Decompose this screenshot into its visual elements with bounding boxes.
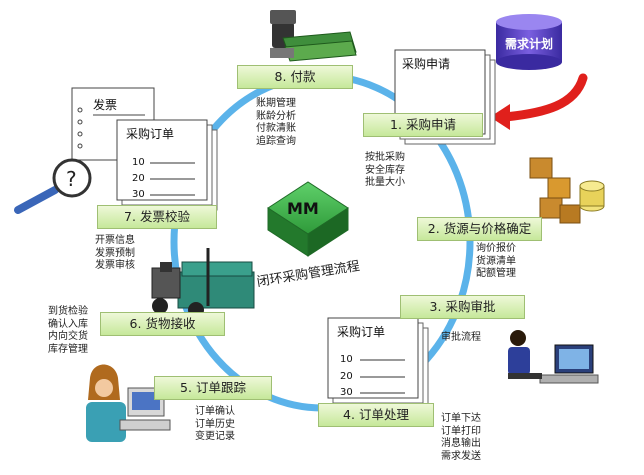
step-6-detail: 库存管理: [48, 343, 88, 355]
magnifier-icon: ?: [14, 158, 92, 214]
mm-cube-icon: [267, 181, 349, 257]
step-5-detail: 订单历史: [195, 418, 235, 430]
step-5-detail: 变更记录: [195, 431, 235, 442]
step-3-details: 审批流程: [441, 332, 481, 345]
step-6-detail: 内向交货: [48, 331, 88, 342]
step-4-order-processing: 4. 订单处理: [318, 403, 434, 427]
step-3-detail: 审批流程: [441, 332, 481, 343]
step-7-detail: 发票审核: [95, 260, 135, 271]
step-4-detail: 订单下达: [441, 413, 481, 424]
step-5-detail: 订单确认: [195, 406, 235, 417]
step-2-detail: 货源清单: [476, 255, 516, 267]
purchase-request-doc-title: 采购申请: [402, 57, 451, 71]
step-6-detail: 确认入库: [48, 318, 88, 330]
step-8-detail: 账龄分析: [256, 110, 296, 122]
money-stack-icon: [270, 10, 357, 62]
step-8-detail: 付款清账: [256, 123, 296, 134]
step-5-details: 订单确认 订单历史 变更记录: [195, 406, 235, 444]
purchase-order-document-icon: [327, 317, 429, 409]
step-2-source-price: 2. 货源与价格确定: [417, 217, 542, 241]
purchase-order-line-2: 20: [340, 371, 353, 382]
step-8-detail: 追踪查询: [256, 135, 296, 147]
step-3-purchase-approval: 3. 采购审批: [400, 295, 525, 319]
boxes-icon: [529, 157, 605, 224]
step-7-invoice-verification: 7. 发票校验: [97, 205, 217, 229]
step-4-detail: 消息输出: [441, 438, 481, 449]
step-1-details: 按批采购 安全库存 批量大小: [365, 152, 405, 190]
step-7-detail: 发票预制: [95, 247, 135, 259]
step-2-detail: 询价报价: [476, 243, 516, 254]
step-4-details: 订单下达 订单打印 消息输出 需求发送: [441, 413, 481, 463]
svg-text:?: ?: [66, 167, 77, 191]
invoice-doc-title: 发票: [93, 98, 118, 112]
mm-title: MM: [287, 199, 319, 218]
step-2-detail: 配额管理: [476, 268, 516, 279]
invoice-order-line-2: 20: [132, 173, 145, 184]
step-4-detail: 需求发送: [441, 450, 481, 462]
step-8-details: 账期管理 账龄分析 付款清账 追踪查询: [256, 98, 296, 148]
step-6-details: 到货检验 确认入库 内向交货 库存管理: [48, 306, 88, 356]
step-1-detail: 安全库存: [365, 164, 405, 176]
step-8-payment: 8. 付款: [237, 65, 353, 89]
invoice-order-line-1: 10: [132, 157, 145, 168]
step-7-detail: 开票信息: [95, 235, 135, 246]
computer-user-icon: [508, 330, 599, 384]
purchase-order-line-1: 10: [340, 354, 353, 365]
invoice-order-document-icon: [116, 119, 218, 211]
purchase-order-doc-title: 采购订单: [337, 325, 386, 339]
step-1-detail: 按批采购: [365, 152, 405, 163]
step-2-details: 询价报价 货源清单 配额管理: [476, 243, 516, 281]
demand-arrow: [500, 73, 588, 122]
demand-plan-label: 需求计划: [505, 37, 554, 51]
database-cylinder-icon: [496, 14, 562, 70]
step-4-detail: 订单打印: [441, 425, 481, 437]
step-1-detail: 批量大小: [365, 177, 405, 188]
step-8-detail: 账期管理: [256, 98, 296, 109]
purchase-order-line-3: 30: [340, 387, 353, 398]
step-1-purchase-request: 1. 采购申请: [363, 113, 483, 137]
step-6-goods-receipt: 6. 货物接收: [100, 312, 225, 336]
step-6-detail: 到货检验: [48, 306, 88, 317]
invoice-order-line-3: 30: [132, 189, 145, 200]
forklift-icon: [151, 248, 255, 318]
step-5-order-tracking: 5. 订单跟踪: [154, 376, 272, 400]
invoice-order-doc-title: 采购订单: [126, 127, 175, 141]
step-7-details: 开票信息 发票预制 发票审核: [95, 235, 135, 273]
